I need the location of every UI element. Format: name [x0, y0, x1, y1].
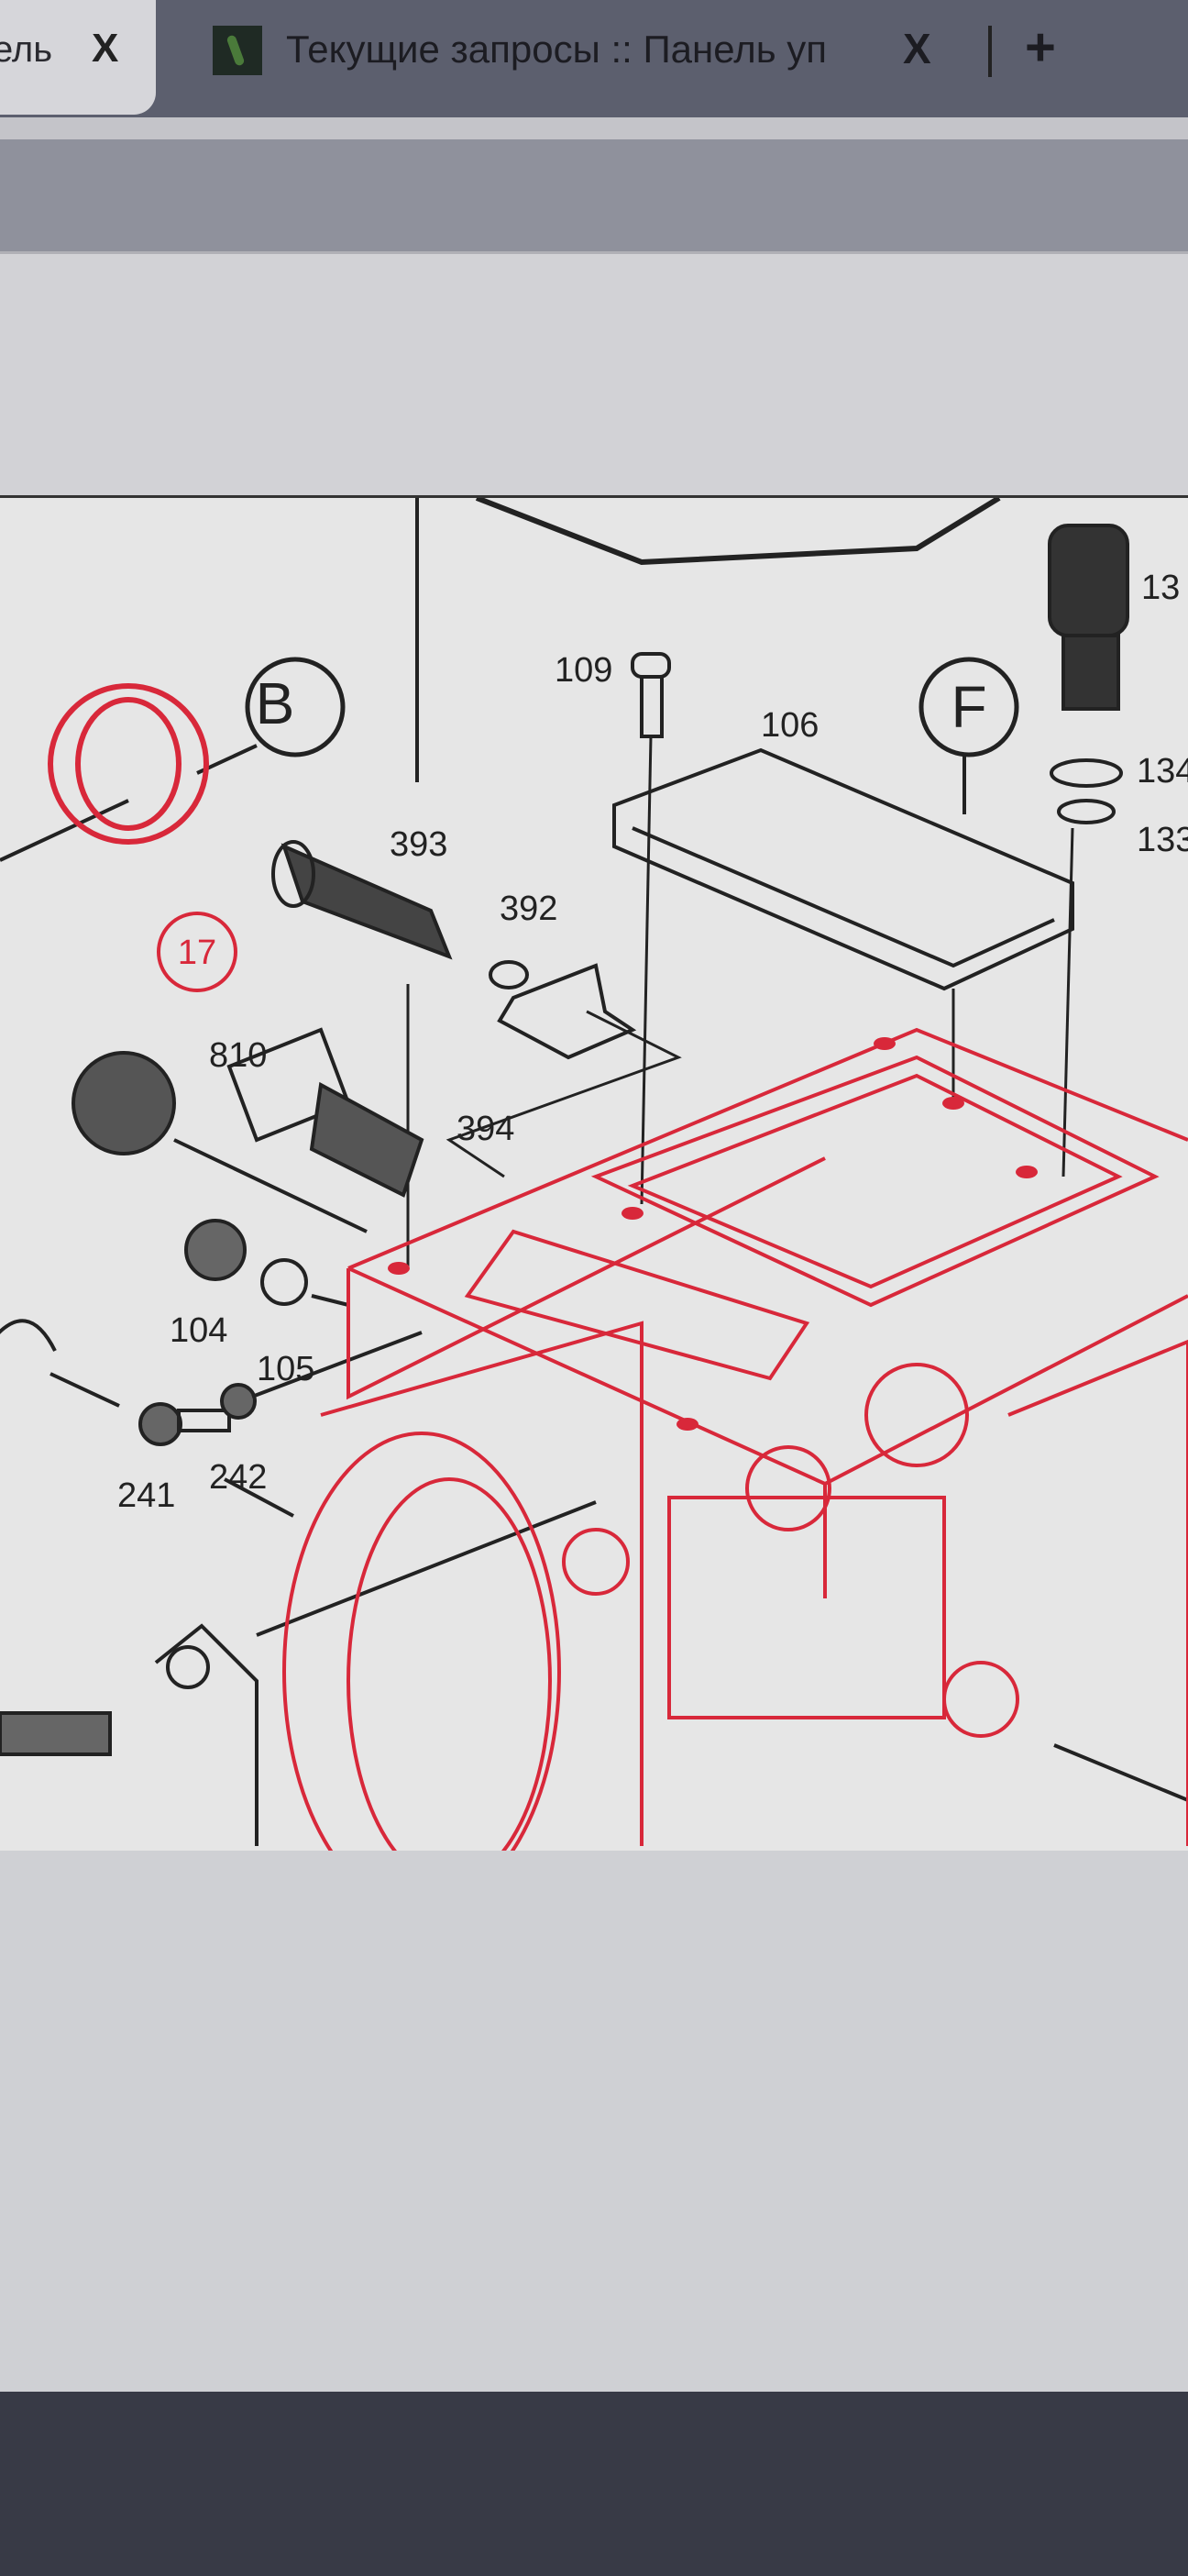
- exploded-view-drawing: B F 17 109 106 13 134 133 393 392 810 39…: [0, 498, 1188, 1851]
- callout-241: 241: [117, 1476, 175, 1515]
- tab-title: ель: [0, 29, 53, 70]
- callout-106: 106: [761, 706, 819, 745]
- callout-13: 13: [1141, 569, 1180, 607]
- parts-diagram: B F 17 109 106 13 134 133 393 392 810 39…: [0, 495, 1188, 1853]
- callout-134: 134: [1137, 752, 1188, 790]
- callout-17: 17: [178, 934, 216, 972]
- callout-105: 105: [257, 1350, 314, 1388]
- black-parts: [0, 498, 1188, 1846]
- close-icon[interactable]: X: [92, 26, 119, 71]
- page-lower-area: [0, 1851, 1188, 2392]
- monitor-bezel: [0, 2392, 1188, 2576]
- tab-strip-border: [0, 117, 1188, 139]
- tab-bar: ель X Текущие запросы :: Панель уп X +: [0, 0, 1188, 117]
- close-icon[interactable]: X: [903, 25, 931, 72]
- app-favicon-icon: [213, 26, 262, 75]
- pump-housing-highlight: [48, 683, 1188, 1851]
- page-header-area: [0, 251, 1188, 498]
- callout-392: 392: [500, 890, 557, 928]
- callout-242: 242: [209, 1458, 267, 1497]
- tab-title: Текущие запросы :: Панель уп: [286, 28, 827, 71]
- new-tab-button[interactable]: +: [1025, 17, 1056, 77]
- callout-109: 109: [555, 651, 612, 690]
- callout-B: B: [256, 670, 295, 736]
- callout-393: 393: [390, 825, 447, 864]
- callout-133: 133: [1137, 821, 1188, 859]
- browser-toolbar: [0, 139, 1188, 251]
- callout-394: 394: [456, 1110, 514, 1148]
- housing-holes: [388, 1037, 1038, 1431]
- callout-810: 810: [209, 1036, 267, 1075]
- callout-F: F: [951, 674, 986, 740]
- tab-separator: [988, 26, 992, 77]
- callout-104: 104: [170, 1311, 227, 1350]
- tab-active[interactable]: ель X: [0, 0, 156, 115]
